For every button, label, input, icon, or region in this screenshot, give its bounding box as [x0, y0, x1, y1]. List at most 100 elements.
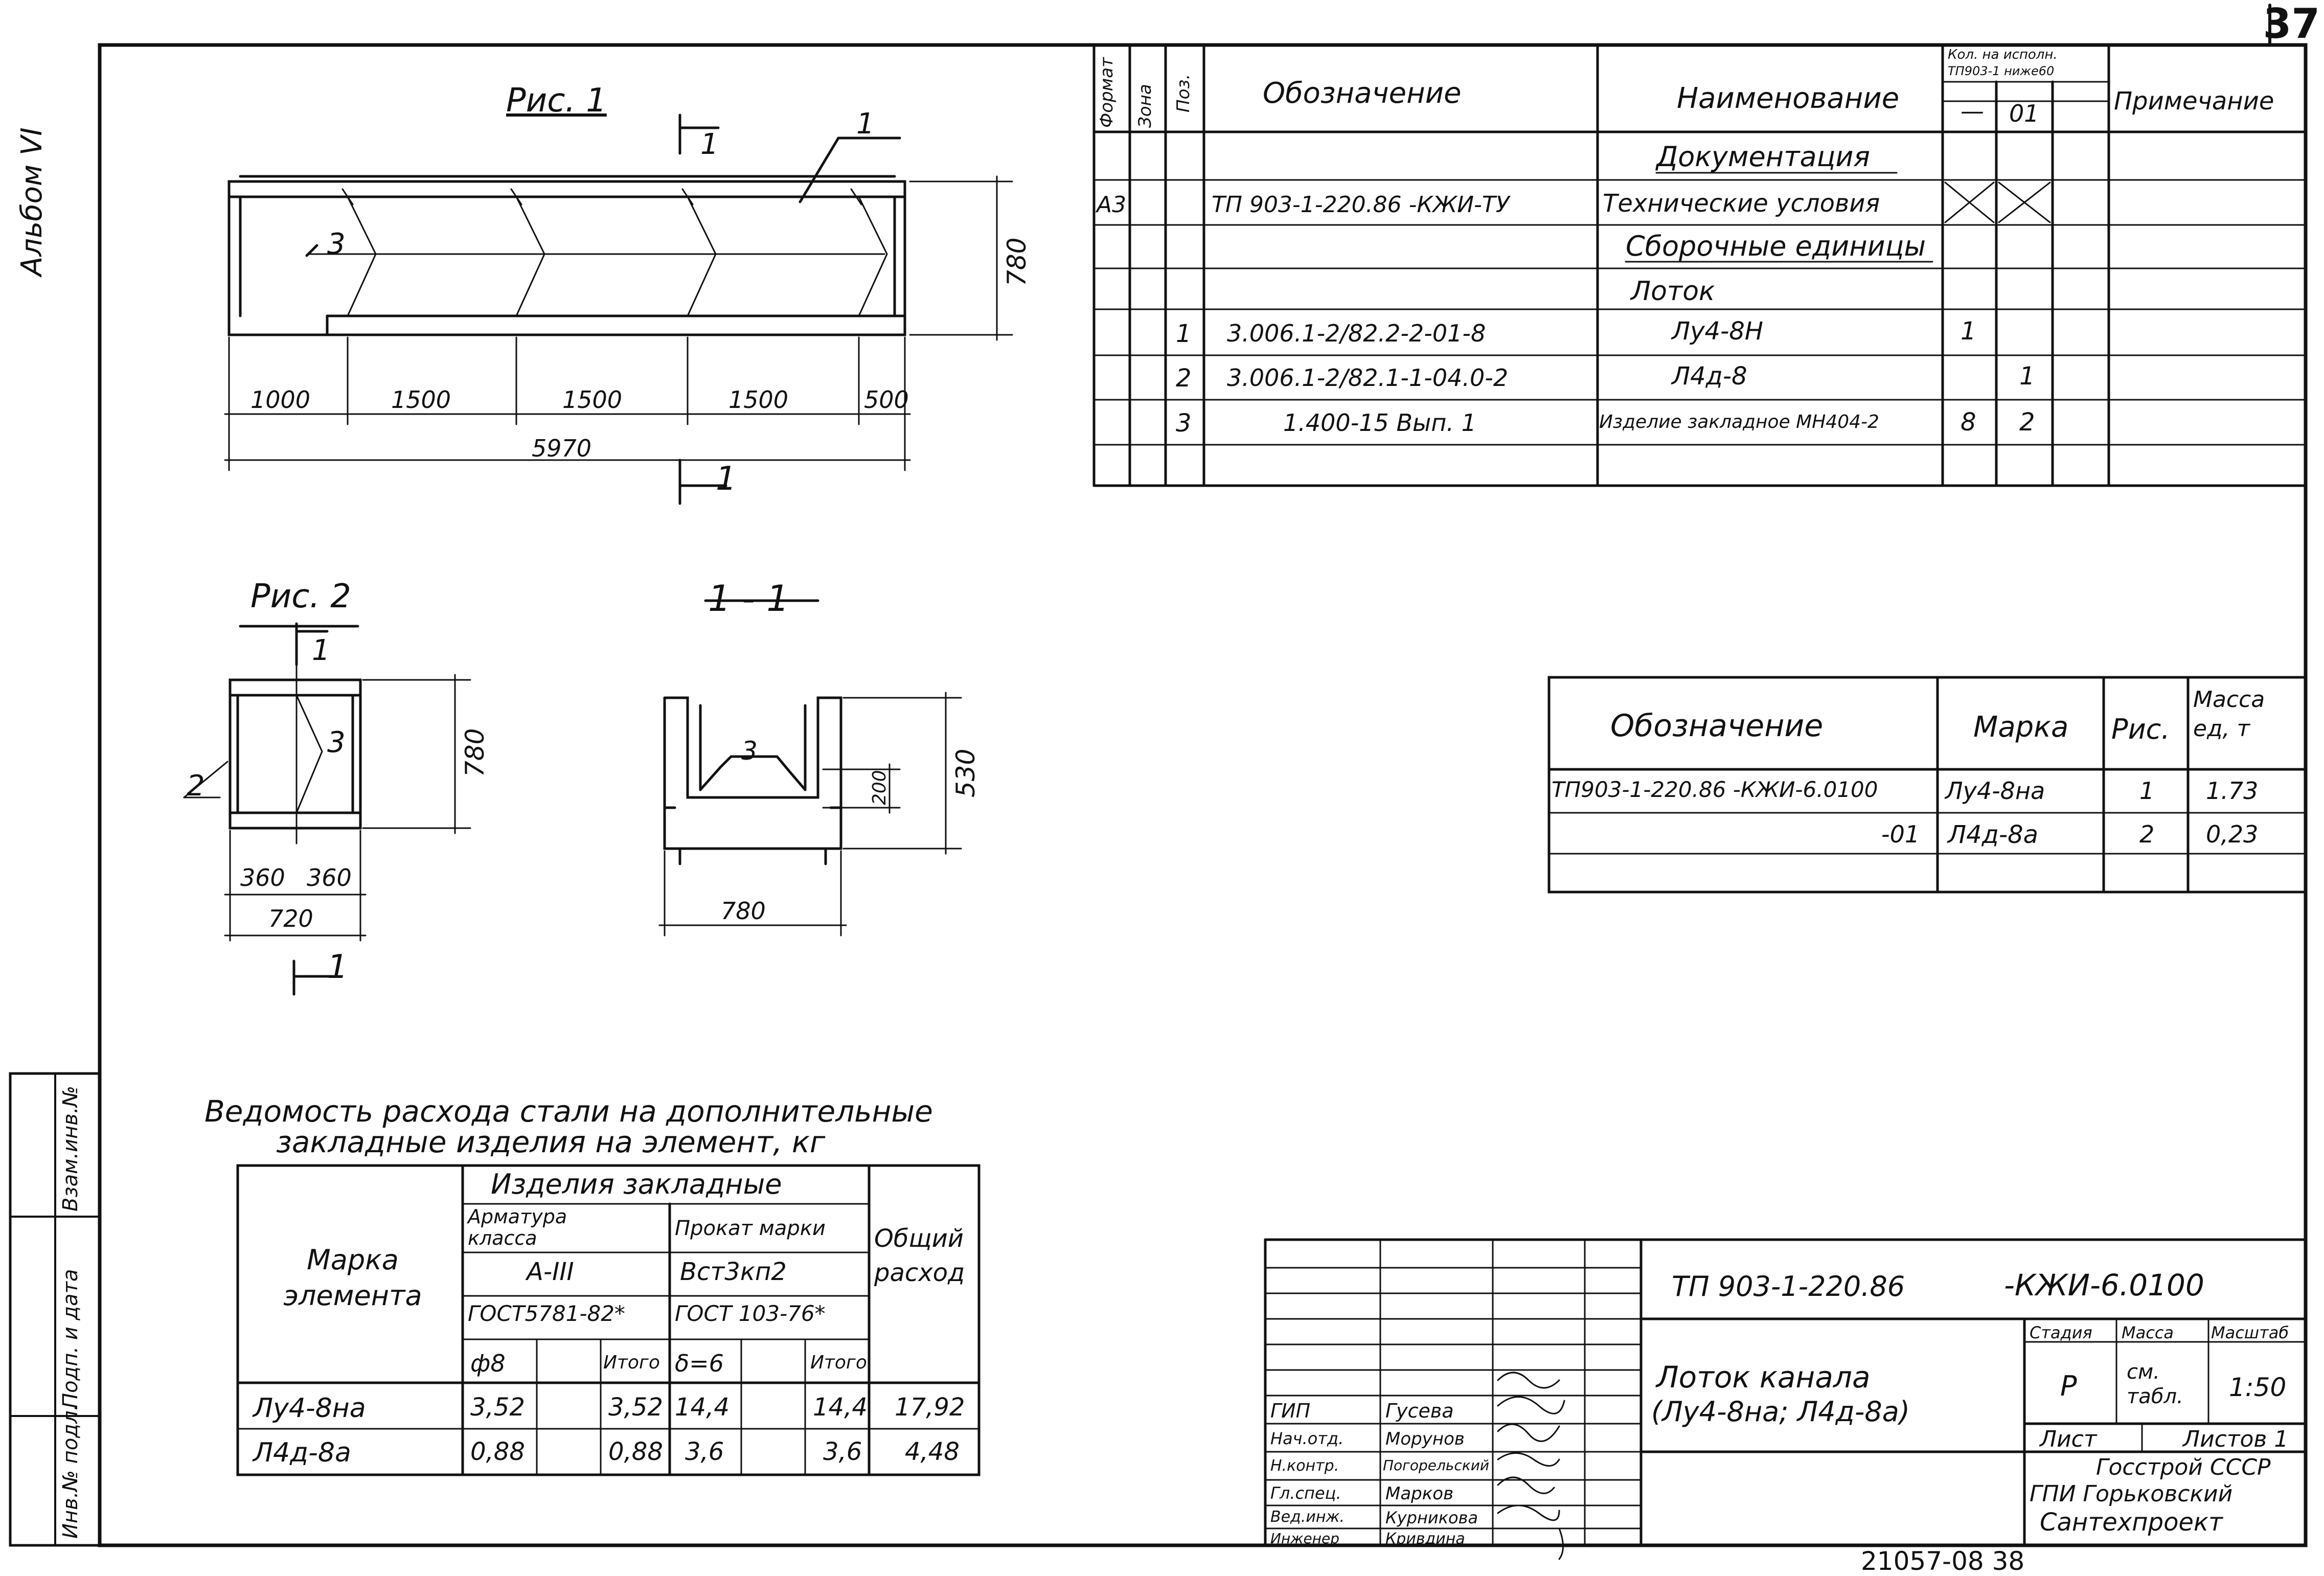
section11-label-3: 3: [741, 736, 758, 766]
spec-header-pos: Поз.: [1173, 74, 1194, 112]
steel-row-2-total: 4,48: [905, 1437, 960, 1466]
signatures: [1497, 1372, 1565, 1560]
steel-rebar-std: ГОСТ5781-82*: [468, 1301, 625, 1326]
section11-inner-depth: 200: [869, 770, 890, 805]
steel-rolled-std: ГОСТ 103-76*: [675, 1301, 826, 1326]
spec-row-2-designation: ТП 903-1-220.86 -КЖИ-ТУ: [1212, 192, 1510, 218]
fig2-label-2: 2: [187, 769, 205, 803]
steel-row-2-d6: 3,6: [685, 1437, 724, 1466]
steel-rebar: Арматура класса: [468, 1205, 567, 1249]
spec-row-7-pos: 3: [1176, 409, 1192, 438]
steel-row-2-sum2: 3,6: [823, 1437, 862, 1466]
steel-sub-sum1: Итого: [603, 1352, 660, 1373]
steel-row-2-d8: 0,88: [470, 1437, 525, 1466]
fig1-pos3-label: 3: [327, 227, 346, 261]
fig2-section-mark-bottom: 1: [327, 948, 348, 986]
fig2-half-left: 360: [240, 864, 285, 892]
title-person-2: Морунов: [1385, 1429, 1465, 1449]
steel-rebar-class: А-III: [527, 1258, 574, 1286]
side-stamp-sign: Подп. и дата: [59, 1269, 82, 1408]
spec-row-7-qty2: 2: [2019, 408, 2035, 437]
fig1-outline: [227, 175, 906, 336]
spec-row-5-pos: 1: [1176, 319, 1192, 348]
spec-row-2-format: А3: [1097, 192, 1127, 218]
title-person-1: Гусева: [1385, 1400, 1454, 1422]
side-stamp-replace: Взам.инв.№: [59, 1085, 82, 1212]
steel-sub-sum2: Итого: [810, 1352, 867, 1373]
title-person-6: Кривдина: [1385, 1530, 1465, 1548]
spec-header-name: Наименование: [1677, 82, 1900, 115]
marks-table-grid: [1547, 676, 2307, 894]
spec-header-qty: Кол. на исполн.: [1948, 47, 2058, 62]
marks-row-1-mass: 1.73: [2206, 777, 2259, 805]
spec-header-qty-sub: ТП903-1 ниже60: [1948, 64, 2055, 78]
spec-row-6-name: Л4д-8: [1672, 362, 1747, 391]
spec-row-7-designation: 1.400-15 Вып. 1: [1283, 409, 1476, 437]
title-doc-code: ТП 903-1-220.86: [1672, 1270, 1905, 1303]
fig1-title: Рис. 1: [506, 82, 607, 120]
title-role-3: Н.контр.: [1270, 1457, 1339, 1475]
marks-row-2-mark: Л4д-8а: [1948, 820, 2039, 849]
marks-row-1-designation: ТП903-1-220.86 -КЖИ-6.0100: [1552, 777, 1878, 802]
album-label: Альбом VI: [15, 127, 49, 276]
spec-row-2-name: Технические условия: [1603, 189, 1880, 218]
title-sheet-label: Лист: [2040, 1426, 2097, 1452]
spec-header-designation: Обозначение: [1263, 77, 1462, 110]
fig2-title: Рис. 2: [250, 578, 351, 615]
fig2-height-dim: 780: [460, 728, 490, 777]
fig1-span-3: 1500: [562, 386, 623, 414]
fig2-label-3: 3: [327, 726, 346, 759]
steel-total-header: Общий расход: [874, 1224, 965, 1288]
steel-sub-d8: ф8: [470, 1350, 506, 1377]
title-role-4: Гл.спец.: [1270, 1483, 1341, 1503]
section11-title: 1 - 1: [708, 578, 789, 620]
title-role-2: Нач.отд.: [1270, 1429, 1344, 1448]
fig2-outline: [229, 678, 362, 830]
steel-row-1-sum1: 3,52: [608, 1393, 663, 1422]
title-doc-suffix: -КЖИ-6.0100: [2004, 1268, 2204, 1303]
fig1-section-mark-top: 1: [700, 128, 719, 161]
spec-row-7-qty1: 8: [1961, 408, 1976, 437]
title-stage: Р: [2060, 1370, 2077, 1402]
fig1-section-mark-bottom: 1: [716, 460, 737, 498]
title-person-3: Погорельский: [1383, 1457, 1490, 1474]
section11-outline: [663, 599, 842, 865]
title-person-4: Марков: [1385, 1483, 1454, 1504]
fig1-span-4: 1500: [728, 386, 789, 414]
title-org-line2: ГПИ Горьковский: [2030, 1481, 2233, 1507]
fig2-section-mark-top: 1: [312, 634, 330, 667]
spec-row-5-designation: 3.006.1-2/82.2-2-01-8: [1227, 319, 1486, 347]
spec-header-qty-dash: —: [1961, 97, 1984, 125]
title-org-line3: Сантехпроект: [2040, 1508, 2223, 1537]
steel-row-1-sum2: 14,4: [813, 1393, 868, 1422]
fig1-span-1: 1000: [250, 386, 311, 414]
spec-row-7-name: Изделие закладное МН404-2: [1599, 412, 1879, 432]
steel-sub-d6: δ=6: [675, 1350, 724, 1377]
sheet-corner-number: 37: [2263, 0, 2320, 48]
title-stage-label: Стадия: [2030, 1323, 2092, 1342]
spec-row-6-qty2: 1: [2019, 362, 2035, 391]
marks-header-mark: Марка: [1973, 711, 2069, 744]
marks-header-designation: Обозначение: [1610, 708, 1824, 744]
archive-number: 21057-08 38: [1861, 1546, 2025, 1576]
title-role-5: Вед.инж.: [1270, 1508, 1345, 1526]
steel-row-1-mark: Лу4-8на: [253, 1393, 366, 1424]
section11-height-dim: 530: [951, 748, 981, 797]
steel-row-1-d6: 14,4: [675, 1393, 730, 1422]
spec-header-note: Примечание: [2114, 87, 2274, 116]
steel-group: Изделия закладные: [491, 1168, 782, 1200]
section11-width-dim: 780: [721, 897, 766, 925]
marks-row-2-mass: 0,23: [2206, 820, 2259, 848]
steel-row-1-total: 17,92: [895, 1393, 965, 1422]
fig1-span-5: 500: [864, 386, 909, 414]
marks-header-mass: Масса ед, т: [2193, 687, 2265, 742]
spec-row-5-qty1: 1: [1961, 317, 1976, 346]
fig1-span-2: 1500: [391, 386, 451, 414]
title-org-line1: Госстрой СССР: [2096, 1454, 2271, 1480]
steel-row-2-sum1: 0,88: [608, 1437, 663, 1466]
spec-row-5-name: Лу4-8Н: [1672, 317, 1763, 346]
steel-rolled: Прокат марки: [675, 1217, 826, 1240]
steel-row-2-mark: Л4д-8а: [253, 1437, 351, 1468]
fig1-height-dim: 780: [1002, 237, 1032, 286]
